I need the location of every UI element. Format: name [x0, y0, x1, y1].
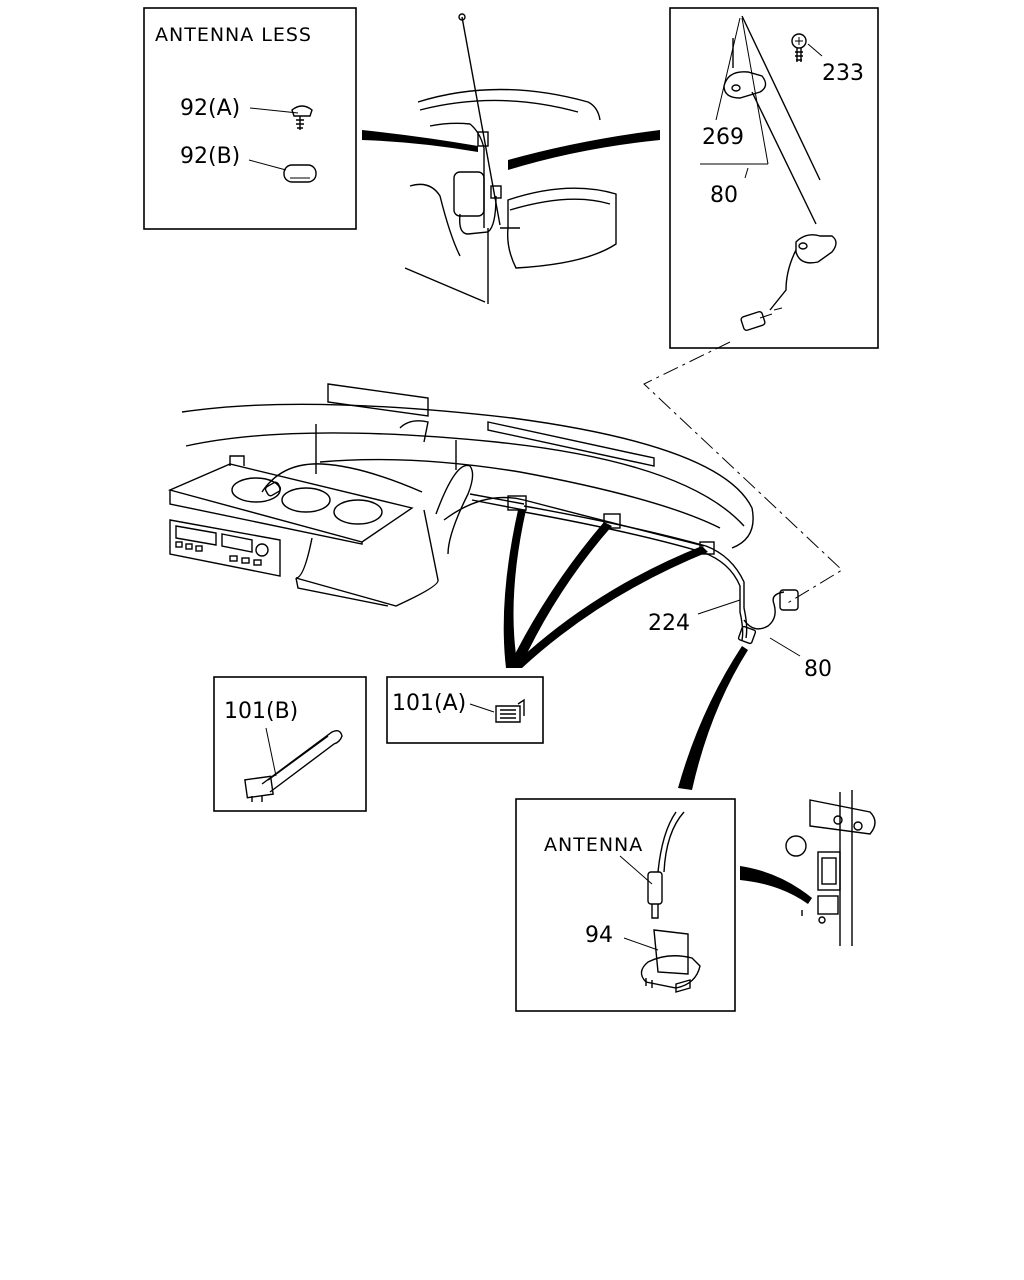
defroster-vent-right: [487, 421, 655, 467]
part-80-label-inset: 80: [710, 183, 738, 208]
radio-unit: [169, 519, 281, 577]
leader-wedge-left: [362, 130, 478, 152]
part-224-label: 224: [648, 611, 690, 636]
defroster-vent-left: [327, 383, 429, 417]
door-pillar-view: [785, 790, 876, 946]
antenna-label-leader: [619, 855, 653, 885]
mount-base-icon: [723, 38, 767, 99]
leader-wedge-right: [508, 130, 660, 170]
fender-antenna-view: [404, 13, 617, 304]
antenna-less-inset: ANTENNA LESS 92(A) 92(B): [143, 7, 357, 230]
connector-leader: [678, 646, 748, 790]
part-92b-label: 92(B): [180, 144, 240, 169]
holder-94-icon: [640, 929, 701, 993]
antenna-rod: [461, 16, 501, 226]
antenna-plug: [647, 871, 663, 905]
part-269-label: 269: [702, 125, 744, 150]
antenna-cable-224: [523, 505, 748, 639]
part-101a-leader: [469, 703, 495, 713]
part-101a-label: 101(A): [392, 691, 466, 716]
screw-233-icon: [791, 33, 807, 62]
connector-80: [779, 589, 799, 611]
part-101b-label: 101(B): [224, 699, 298, 724]
part-94-leader: [623, 937, 659, 951]
mount-bracket-icon: [795, 234, 837, 264]
part-224-leader: [697, 599, 741, 615]
antenna-label: ANTENNA: [544, 834, 643, 856]
clip-101b-inset: 101(B): [213, 676, 367, 812]
part-94-label: 94: [585, 923, 613, 948]
mount-rod: [751, 91, 817, 225]
screw-233-leader: [807, 43, 823, 57]
mount-plug: [740, 311, 766, 331]
door-leader: [740, 866, 812, 904]
clip-1: [507, 495, 527, 511]
antenna-mount-inset: 233 269 80: [669, 7, 879, 349]
antenna-less-title: ANTENNA LESS: [155, 24, 312, 46]
antenna-wire-end: [657, 811, 685, 873]
clip-leader-1: [503, 510, 526, 668]
side-mirror: [453, 171, 485, 217]
part-101b-leader: [265, 727, 277, 777]
clip-101a-inset: 101(A): [386, 676, 544, 744]
cap-plug-icon: [283, 164, 317, 183]
cable-tie-icon: [244, 729, 343, 802]
part-92a-label: 92(A): [180, 96, 240, 121]
plug-screw-icon: [291, 105, 313, 130]
clip-101a-icon: [495, 698, 525, 723]
part-80-label-main: 80: [804, 657, 832, 682]
part-80-leader: [769, 637, 801, 657]
part-92b-leader: [248, 159, 287, 171]
part-92a-leader: [249, 107, 299, 114]
clip-leader-3: [510, 546, 708, 668]
inset-leader-line: [643, 341, 843, 605]
dashboard-view: [167, 383, 799, 645]
connector-inset: ANTENNA 94: [515, 798, 736, 1012]
clip-2: [603, 513, 621, 529]
part-233-label: 233: [822, 61, 864, 86]
clip-leader-2: [508, 522, 612, 668]
